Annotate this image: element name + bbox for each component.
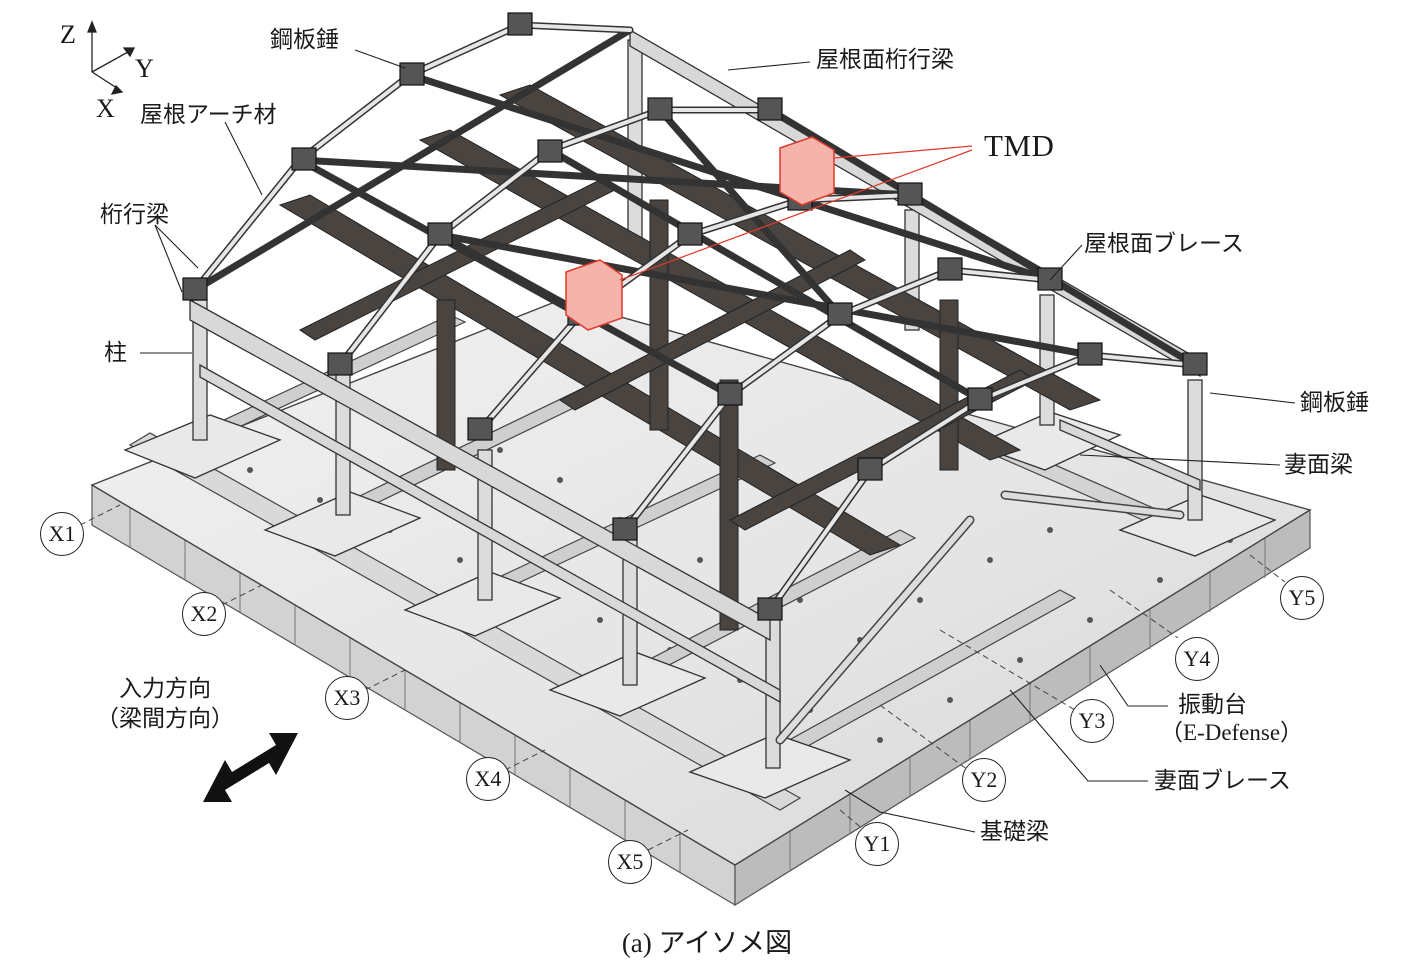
label-column: 柱 [104,340,127,365]
axis-indicator [87,20,136,95]
label-tmd: TMD [984,128,1055,163]
tmd-devices [565,136,835,331]
grid-bubble-y5: Y5 [1280,576,1324,620]
label-roof-purlin: 屋根面桁行梁 [816,47,954,72]
label-girder: 桁行梁 [100,202,169,227]
grid-bubble-y1: Y1 [855,822,899,866]
grid-bubble-y2: Y2 [962,758,1006,802]
input-direction-line2: （梁間方向） [96,706,234,731]
label-shake-table-name: （E-Defense） [1160,720,1304,745]
grid-bubble-y3: Y3 [1070,699,1114,743]
steel-plate-weights [182,12,1208,621]
grid-bubble-x5: X5 [608,840,652,884]
grid-dash-lines [79,504,1286,851]
leader-lines [140,49,1296,833]
label-gable-beam: 妻面梁 [1284,452,1353,477]
axis-y-label: Y [135,54,154,83]
label-gable-brace: 妻面ブレース [1154,768,1291,793]
grid-bubble-x2: X2 [182,592,226,636]
label-steel-weight-top: 鋼板錘 [270,27,339,52]
input-direction-line1: 入力方向 [119,676,211,701]
label-shake-table: 振動台 [1178,692,1247,717]
input-direction-label: 入力方向 （梁間方向） [95,674,235,734]
tmd-leader-lines [619,145,973,281]
label-roof-brace: 屋根面ブレース [1084,231,1244,256]
label-steel-weight-right: 鋼板錘 [1300,390,1369,415]
axis-x-label: X [96,94,115,123]
grid-bubble-x1: X1 [40,512,84,556]
input-direction-arrow [203,733,298,802]
label-roof-arch: 屋根アーチ材 [140,102,277,127]
grid-bubble-y4: Y4 [1175,637,1219,681]
axis-z-label: Z [60,20,76,49]
figure-caption: (a) アイソメ図 [621,928,793,958]
grid-bubble-x4: X4 [466,757,510,801]
grid-bubble-x3: X3 [325,676,369,720]
label-foundation-beam: 基礎梁 [980,819,1049,844]
